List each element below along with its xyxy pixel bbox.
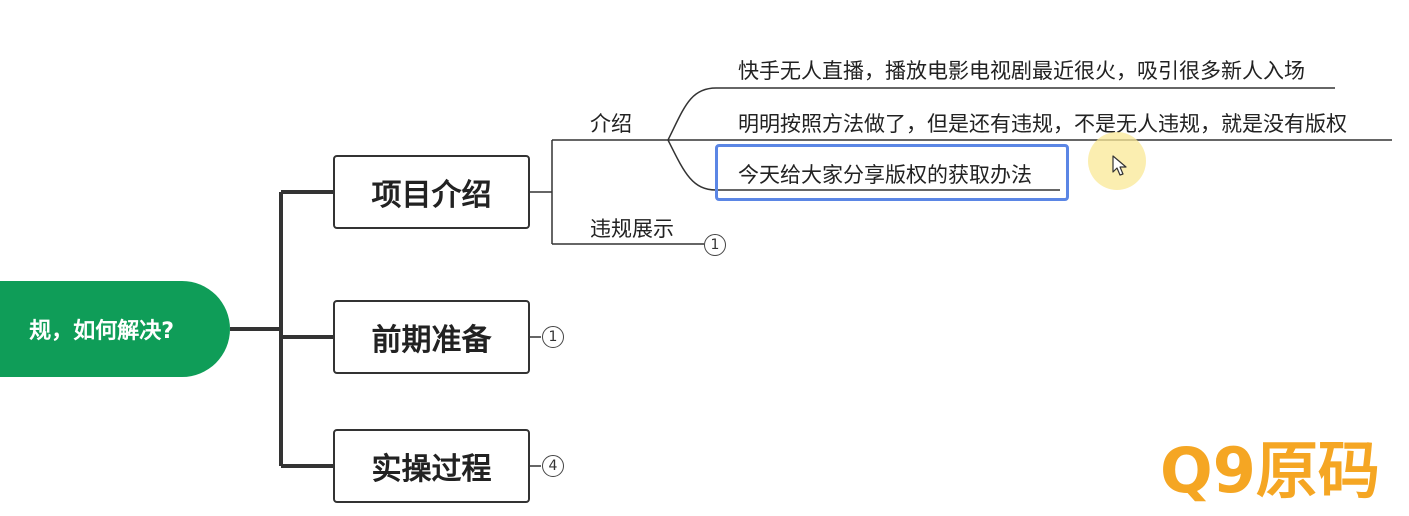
sub-connector [530, 140, 553, 244]
mouse-pointer-icon [1112, 155, 1127, 176]
root-topic[interactable]: 规，如何解决? [0, 281, 230, 377]
leaf-item-3[interactable]: 今天给大家分享版权的获取办法 [738, 163, 1032, 187]
topic-practice[interactable]: 实操过程 [333, 429, 530, 503]
subtopic-violation-demo[interactable]: 违规展示 [590, 217, 674, 241]
root-topic-label: 规，如何解决? [29, 319, 174, 344]
leaf-item-1[interactable]: 快手无人直播，播放电影电视剧最近很火，吸引很多新人入场 [738, 59, 1305, 83]
topic-preparation[interactable]: 前期准备 [333, 300, 530, 374]
subtopic-intro[interactable]: 介绍 [590, 112, 632, 136]
collapsed-count-badge[interactable]: 1 [542, 326, 564, 348]
selection-highlight [715, 144, 1069, 201]
topic-label: 实操过程 [371, 452, 492, 487]
watermark-logo: Q9原码 [1160, 434, 1380, 507]
leaf-item-2[interactable]: 明明按照方法做了，但是还有违规，不是无人违规，就是没有版权 [738, 112, 1347, 136]
topic-project-intro[interactable]: 项目介绍 [333, 155, 530, 229]
collapsed-count-badge[interactable]: 1 [704, 234, 726, 256]
topic-label: 前期准备 [371, 323, 492, 358]
collapsed-count-badge[interactable]: 4 [542, 455, 564, 477]
topic-label: 项目介绍 [371, 178, 492, 213]
leaf-curve-1 [667, 87, 1335, 141]
